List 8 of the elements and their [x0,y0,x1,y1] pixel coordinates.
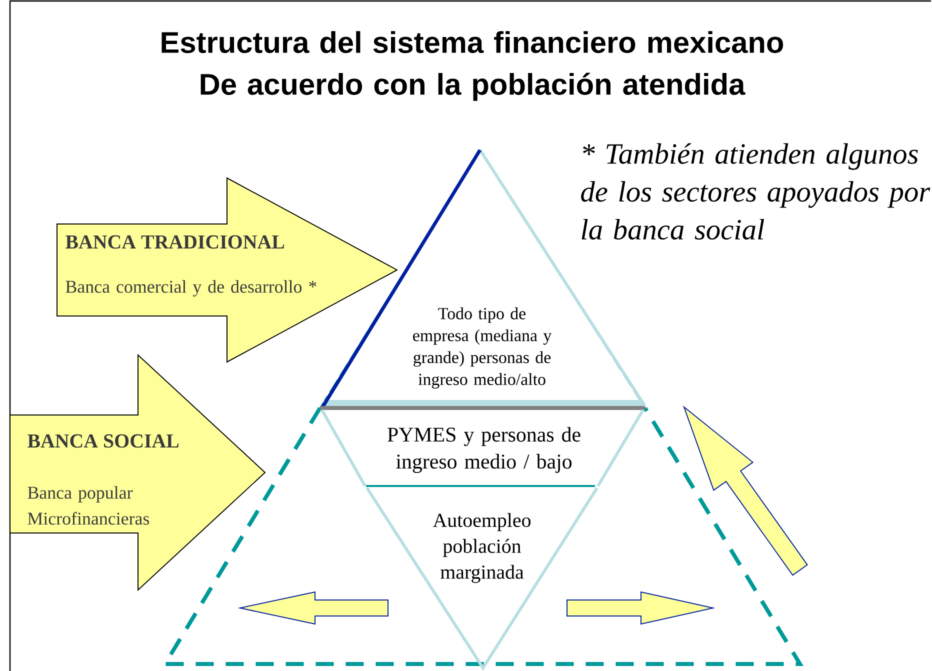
title: Estructura del sistema financiero mexicano De acuerdo con la población atendida [162,31,784,101]
sector-panel: BANCA TRADICIONAL Banca comercial y de desarrollo * [56,177,398,363]
sector-panel: BANCA SOCIAL Banca popular Microfinancieras [10,354,266,592]
pyramid-tier: PYMES y personas de ingreso medio / bajo [320,409,644,487]
block-arrow [566,591,716,625]
pyramid-tier: Autoempleo población marginada [366,487,598,671]
note: * También atienden algunos de los sectores apoyados por la banca social [581,143,930,240]
block-arrow [238,591,388,625]
